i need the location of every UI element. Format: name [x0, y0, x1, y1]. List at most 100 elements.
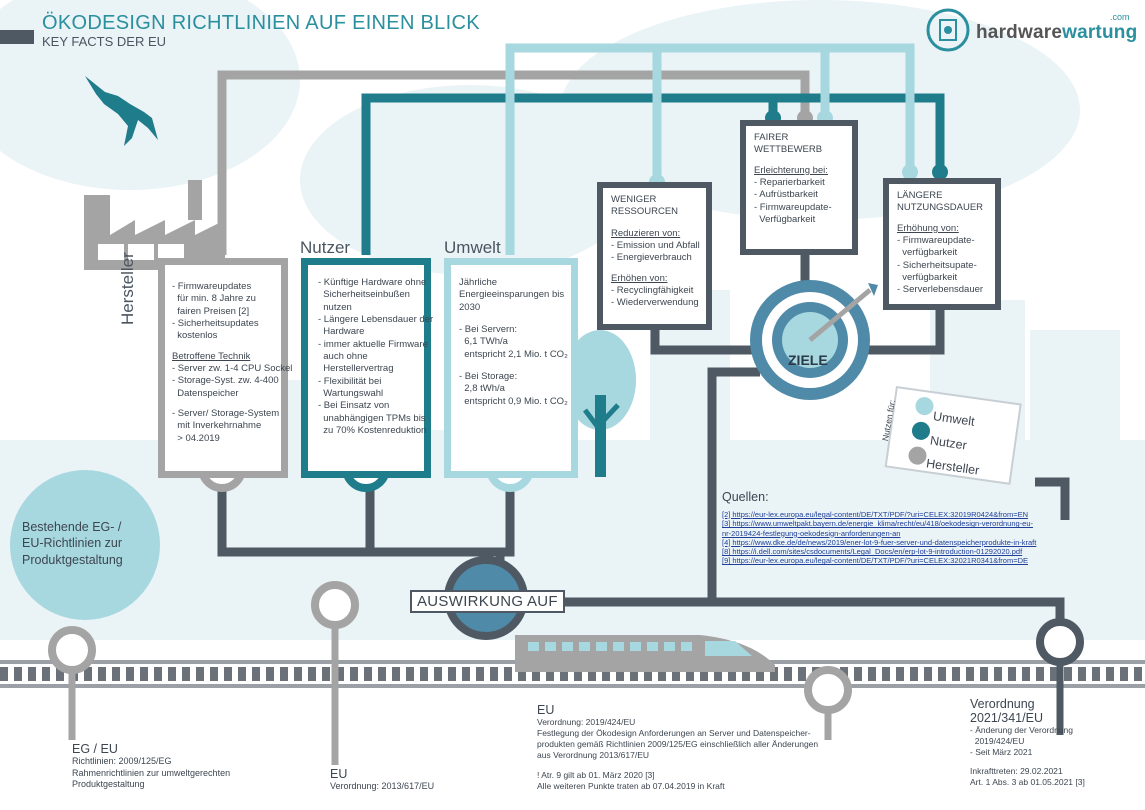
hersteller-tech-title: Betroffene Technik — [172, 350, 251, 362]
text-line: - Firmwareupdates — [172, 281, 252, 292]
text-line: - Storage-Syst. zw. 4-400 — [172, 375, 279, 387]
text-line: für min. 8 Jahre zu — [172, 293, 256, 305]
text-line: produkten gemäß Richtlinien 2009/125/EG … — [537, 739, 819, 750]
text-line: - Sicherheitsupate- — [897, 259, 977, 271]
text-line: - Bei Servern: — [459, 324, 518, 336]
text-line: Energieeinsparungen bis — [459, 289, 565, 301]
umwelt-server: - Bei Servern: 6,1 TWh/a entspricht 2,1 … — [459, 324, 568, 361]
text-line: - Aufrüstbarkeit — [754, 189, 818, 201]
source-link[interactable]: nr-2019424-festlegung-oekodesign-anforde… — [722, 528, 901, 538]
text-line: Verordnung — [970, 697, 1035, 711]
train-icon — [515, 635, 775, 672]
source-link[interactable]: [4] https://www.dke.de/de/news/2019/ener… — [722, 537, 1037, 547]
text-line: Art. 1 Abs. 3 ab 01.05.2021 [3] — [970, 777, 1085, 788]
text-line: 2019/424/EU — [970, 736, 1025, 747]
text-line: - immer aktuelle Firmware — [318, 338, 428, 350]
ziele-label: ZIELE — [788, 352, 828, 368]
text-line — [537, 761, 818, 770]
tree-icon — [564, 330, 636, 477]
header-bar — [0, 30, 34, 44]
source-link[interactable]: [3] https://www.umweltpakt.bayern.de/ene… — [722, 519, 1034, 529]
text-line: 2030 — [459, 301, 481, 313]
timeline-vo-lines: - Änderung der Verordnung 2019/424/EU- S… — [970, 725, 1085, 758]
text-line: Wartungswahl — [318, 388, 384, 400]
text-line: - Serverlebensdauer — [897, 284, 984, 296]
page-subtitle: KEY FACTS DER EU — [42, 34, 167, 49]
text-line: Rahmenrichtlinien zur umweltgerechten — [72, 767, 231, 778]
logo-icon — [926, 8, 970, 52]
text-line: ! Atr. 9 gilt ab 01. März 2020 [3] — [537, 769, 655, 780]
text-line: entspricht 2,1 Mio. t CO₂ — [459, 348, 568, 360]
text-line: Hardware — [318, 326, 365, 338]
text-line: - Längere Lebensdauer der — [318, 314, 434, 326]
hersteller-label: Hersteller — [118, 252, 137, 325]
text-line: kostenlos — [172, 330, 218, 342]
text-line: - Server zw. 1-4 CPU Sockel — [172, 363, 293, 375]
source-link[interactable]: [9] https://eur-lex.europa.eu/legal-cont… — [722, 556, 1028, 566]
text-line: LÄNGERE — [897, 190, 943, 201]
text-line: - Bei Storage: — [459, 371, 518, 383]
timeline-eu1-lines: Verordnung: 2013/617/EU — [330, 781, 434, 793]
text-line: Inkrafttreten: 29.02.2021 — [970, 766, 1063, 777]
text-line: - Recyclingfähigkeit — [611, 285, 694, 297]
nutzer-box: - Künftige Hardware ohne Sicherheitseinb… — [301, 258, 434, 478]
logo-main: hardware — [976, 22, 1063, 43]
umwelt-label: Umwelt — [444, 238, 501, 257]
text-line: Festlegung der Ökodesign Anforderungen a… — [537, 728, 811, 739]
timeline-eu1: EU Verordnung: 2013/617/EU — [330, 767, 434, 793]
page-title: ÖKODESIGN RICHTLINIEN AUF EINEN BLICK — [42, 12, 480, 34]
goal-weniger-reduce: - Emission und Abfall- Energieverbrauch — [611, 240, 700, 265]
timeline-eg-head: EG / EU — [72, 742, 118, 756]
auswirkung-label: AUSWIRKUNG AUF — [410, 590, 565, 613]
text-line: aus Verordnung 2013/617/EU — [537, 750, 650, 761]
text-line: WETTBEWERB — [754, 144, 823, 156]
text-line: - Bei Einsatz von — [318, 400, 390, 412]
text-line: Alle weiteren Punkte traten ab 07.04.201… — [537, 780, 725, 791]
text-line: entspricht 0,9 Mio. t CO₂ — [459, 395, 568, 407]
text-line: Sicherheitseinbußen — [318, 289, 410, 301]
source-link[interactable]: [2] https://eur-lex.europa.eu/legal-cont… — [722, 510, 1028, 519]
bird-icon — [85, 76, 158, 146]
text-line: mit Inverkehrnahme — [172, 420, 262, 432]
text-line: Verfügbarkeit — [754, 214, 816, 226]
text-line: - Änderung der Verordnung — [970, 725, 1074, 735]
target-icon — [750, 280, 878, 400]
source-link[interactable]: [8] https://i.dell.com/sites/csdocuments… — [722, 547, 1023, 557]
text-line: - Emission und Abfall — [611, 240, 700, 252]
timeline-eu2-head: EU — [537, 703, 555, 717]
text-line: Verordnung: 2013/617/EU — [330, 781, 435, 791]
nutzer-lines: - Künftige Hardware ohne Sicherheitseinb… — [318, 277, 434, 437]
goal-fairer-items: - Reparierbarkeit- Aufrüstbarkeit- Firmw… — [754, 177, 844, 226]
brand-logo: hardwarewartung — [976, 22, 1137, 44]
legend-card — [884, 385, 1022, 485]
text-line: unabhängigen TPMs bis — [318, 412, 426, 424]
text-line: FAIRER — [754, 132, 789, 143]
text-line: NUTZUNGSDAUER — [897, 202, 984, 214]
text-line: auch ohne — [318, 351, 368, 363]
goal-laenger-sub-title: Erhöhung von: — [897, 222, 959, 234]
text-line: Datenspeicher — [172, 387, 239, 399]
goal-weniger-reduce-title: Reduzieren von: — [611, 227, 681, 239]
bestehende-circle — [10, 470, 160, 620]
text-line: - Sicherheitsupdates — [172, 318, 259, 330]
text-line: 6,1 TWh/a — [459, 336, 508, 348]
text-line: Richtlinien: 2009/125/EG — [72, 756, 172, 766]
text-line: verfügbarkeit — [897, 247, 958, 259]
text-line: - Künftige Hardware ohne — [318, 277, 427, 288]
goal-weniger-raise: - Recyclingfähigkeit- Wiederverwendung — [611, 285, 699, 310]
timeline-eu1-head: EU — [330, 767, 348, 781]
